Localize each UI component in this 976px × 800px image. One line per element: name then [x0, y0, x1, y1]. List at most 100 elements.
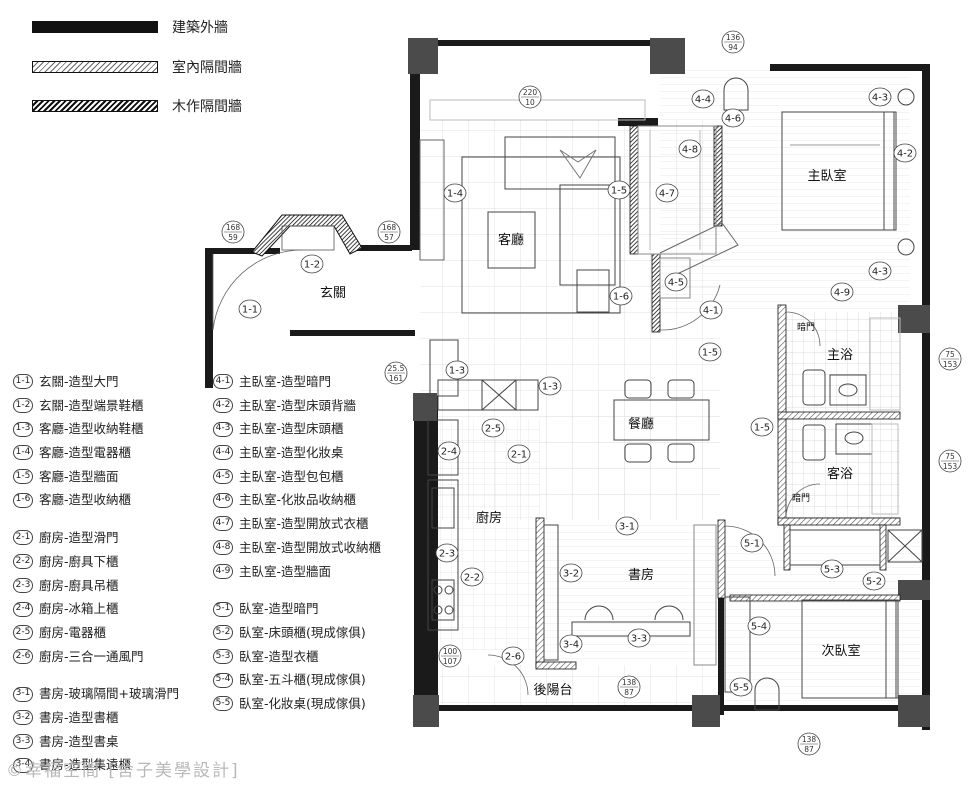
legend-item-text: 臥室-造型衣櫃	[239, 648, 319, 664]
plan-marker-label: 2-4	[441, 447, 457, 458]
room-label-living: 客廳	[498, 232, 524, 248]
legend-item-text: 臥室-造型暗門	[239, 601, 319, 617]
room-labels: 玄關 客廳 餐廳 廚房 書房 後陽台 主臥室 主浴 客浴 次臥室 暗門 暗門	[320, 168, 861, 698]
legend-item-text: 主臥室-造型暗門	[239, 374, 332, 389]
legend-item-text: 書房-玻璃隔間+玻璃滑門	[39, 686, 179, 702]
plan-marker-label: 4-1	[703, 306, 719, 317]
legend-item-text: 主臥室-造型牆面	[239, 563, 332, 579]
plan-marker-label: 1-6	[613, 292, 629, 303]
legend-item-text: 客廳-造型電器櫃	[39, 445, 132, 461]
plan-marker: 1-1	[238, 299, 262, 319]
plan-marker-label: 2-3	[439, 549, 455, 560]
legend-item-number: 3-2	[13, 710, 33, 726]
plan-marker-label: 4-5	[668, 278, 684, 289]
plan-marker: 2-6	[501, 646, 525, 666]
legend-item-number: 1-3	[13, 421, 33, 437]
plan-marker-label: 2-6	[505, 652, 521, 663]
dim-bottom: 94	[728, 43, 738, 52]
plan-marker: 4-8	[678, 139, 702, 159]
dim-bottom: 57	[384, 233, 394, 242]
legend-item-number: 2-4	[13, 601, 33, 617]
plan-marker: 1-5	[607, 180, 631, 200]
dim-bottom: 59	[228, 233, 238, 242]
legend-item-text: 客廳-造型收納鞋櫃	[39, 421, 144, 437]
plan-marker-label: 2-2	[464, 573, 480, 584]
plan-marker: 3-4	[559, 634, 583, 654]
plan-marker-label: 5-2	[866, 577, 882, 588]
legend-item-number: 2-1	[13, 530, 33, 546]
legend-item-text: 廚房-廚具吊櫃	[39, 577, 119, 593]
plan-marker: 2-3	[435, 543, 459, 563]
exterior-walls	[205, 40, 930, 730]
legend-item-number: 1-1	[13, 374, 33, 390]
plan-marker: 2-1	[507, 444, 531, 464]
legend-item-text: 書房-造型書桌	[39, 733, 119, 749]
dim-top: 136	[726, 33, 741, 42]
plan-marker-label: 3-3	[631, 634, 647, 645]
plan-marker: 5-5	[729, 677, 753, 697]
plan-marker-label: 4-9	[834, 288, 850, 299]
plan-marker-label: 1-4	[447, 189, 463, 200]
dim-top: 100	[443, 647, 458, 656]
door-swings	[212, 249, 821, 696]
legend-item: 4-7 主臥室-造型開放式衣櫃	[213, 512, 381, 536]
plan-marker-label: 4-8	[682, 145, 698, 156]
dim-top: 75	[945, 350, 955, 359]
legend-item-number: 5-4	[213, 672, 233, 688]
plan-marker: 1-4	[443, 183, 467, 203]
legend-item: 3-3 書房-造型書桌	[13, 730, 179, 754]
legend-item-number: 4-7	[213, 516, 233, 532]
plan-marker-label: 1-5	[611, 186, 627, 197]
legend-item-number: 2-5	[13, 625, 33, 641]
legend-item-text: 臥室-五斗櫃(現成傢俱)	[239, 672, 366, 688]
legend-item-text: 主臥室-造型開放式衣櫃	[239, 516, 369, 532]
legend-item-number: 2-6	[13, 648, 33, 664]
plan-marker-label: 4-2	[897, 149, 913, 160]
legend-wood-wall: 木作隔間牆	[32, 96, 242, 116]
plan-marker-label: 3-4	[563, 640, 579, 651]
plan-marker: 4-3	[868, 261, 892, 281]
legend-item-number: 5-2	[213, 625, 233, 641]
legend-item: 2-1 廚房-造型滑門	[13, 526, 179, 550]
legend-item-number: 3-3	[13, 733, 33, 749]
plan-marker: 4-4	[691, 89, 715, 109]
room-label-balcony: 後陽台	[533, 683, 572, 698]
second-bedroom-furniture	[724, 529, 923, 711]
room-label-hidden-door: 暗門	[792, 492, 810, 504]
legend-item-text: 主臥室-化妝品收納櫃	[239, 492, 357, 508]
dim-bottom: 153	[943, 462, 958, 471]
legend-item: 5-4 臥室-五斗櫃(現成傢俱)	[213, 668, 381, 692]
legend-item-text: 廚房-造型滑門	[39, 530, 119, 546]
legend-label: 木作隔間牆	[172, 99, 242, 115]
plan-marker-label: 3-1	[619, 522, 635, 533]
legend-item-text: 玄關-造型端景鞋櫃	[39, 397, 144, 413]
plan-marker: 1-3	[538, 376, 562, 396]
plan-marker-label: 5-4	[751, 622, 767, 633]
plan-marker-label: 1-1	[242, 305, 258, 316]
exterior-wall-swatch	[32, 21, 158, 33]
legend-exterior-wall: 建築外牆	[32, 17, 228, 37]
dim-bottom: 87	[804, 745, 814, 754]
plan-marker-label: 3-2	[563, 569, 579, 580]
